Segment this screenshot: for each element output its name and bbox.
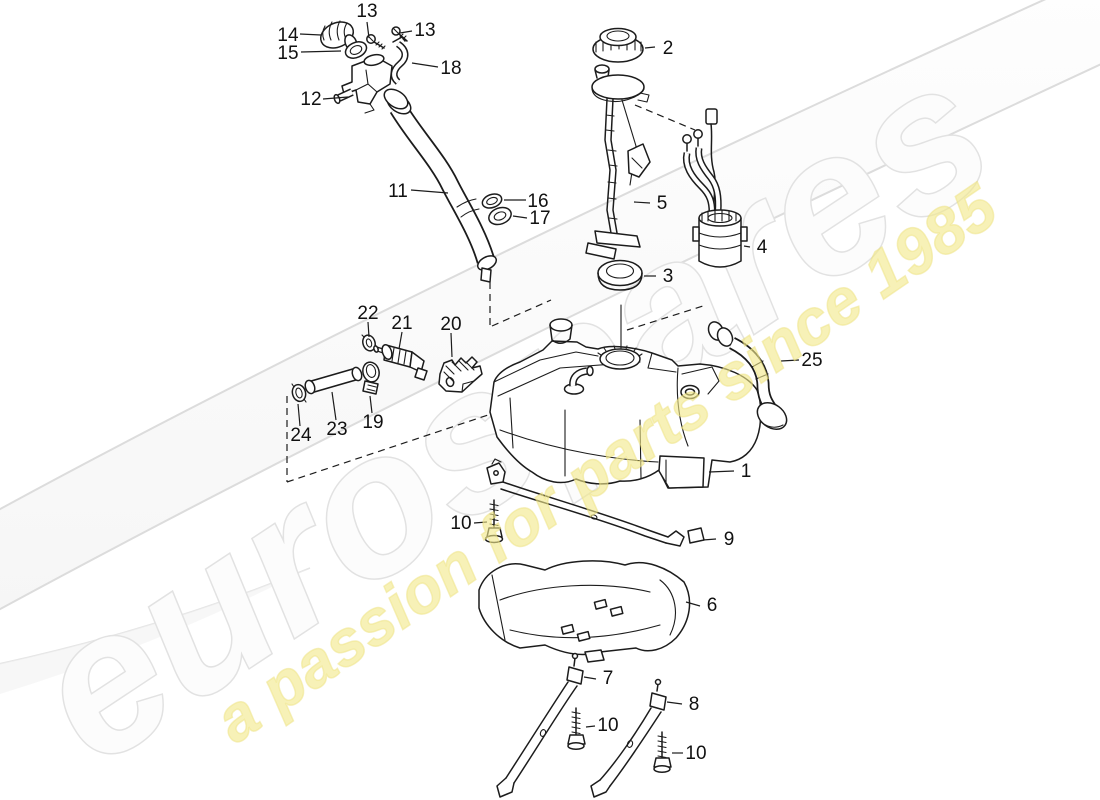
callout-13-b[interactable]: 13 [414, 20, 435, 41]
part-18-bracket[interactable] [390, 36, 409, 85]
callout-19[interactable]: 19 [362, 412, 383, 433]
callout-22[interactable]: 22 [357, 303, 378, 324]
callout-10-a[interactable]: 10 [450, 513, 471, 534]
part-7-strap[interactable] [496, 652, 584, 798]
part-15-seal[interactable] [343, 39, 369, 62]
callout-20[interactable]: 20 [440, 314, 461, 335]
callout-8[interactable]: 8 [689, 694, 700, 715]
callout-6[interactable]: 6 [707, 595, 718, 616]
callout-labels: 13 14 13 15 18 12 11 16 17 2 5 4 3 22 21… [277, 1, 822, 764]
callout-18[interactable]: 18 [440, 58, 461, 79]
part-19-clamp[interactable] [361, 360, 382, 395]
part-24-clamp[interactable] [291, 383, 308, 403]
part-25-vent-hose[interactable] [706, 319, 792, 434]
callout-12[interactable]: 12 [300, 89, 321, 110]
callout-4[interactable]: 4 [757, 237, 768, 258]
part-6-heat-shield[interactable] [478, 560, 691, 663]
part-23-hose[interactable] [304, 366, 364, 395]
assembly-dashed-lines [286, 104, 704, 483]
part-3-seal-ring[interactable] [597, 259, 643, 291]
part-5-level-sender[interactable] [585, 64, 651, 260]
part-16-seal[interactable] [480, 191, 503, 210]
part-10-bolt-a[interactable] [484, 499, 504, 544]
callout-17[interactable]: 17 [529, 208, 550, 229]
callout-1[interactable]: 1 [741, 461, 752, 482]
part-10-bolt-b[interactable] [567, 707, 586, 750]
callout-25[interactable]: 25 [801, 350, 822, 371]
callout-14[interactable]: 14 [277, 25, 299, 46]
part-1-fuel-tank[interactable] [489, 304, 762, 489]
callout-2[interactable]: 2 [663, 38, 674, 59]
callout-5[interactable]: 5 [657, 193, 668, 214]
part-2-tank-cap[interactable] [592, 27, 644, 63]
callout-21[interactable]: 21 [391, 313, 412, 334]
callout-15[interactable]: 15 [277, 43, 298, 64]
part-17-seal[interactable] [486, 205, 513, 228]
part-8-strap[interactable] [590, 678, 667, 798]
callout-11[interactable]: 11 [388, 181, 408, 202]
callout-13-a[interactable]: 13 [356, 1, 377, 22]
callout-leader-lines [297, 21, 800, 754]
callout-7[interactable]: 7 [603, 668, 614, 689]
part-9-tank-strap[interactable] [486, 458, 705, 547]
callout-10-b[interactable]: 10 [597, 715, 618, 736]
callout-23[interactable]: 23 [326, 419, 347, 440]
part-11-filler-pipe[interactable] [381, 85, 499, 283]
part-10-bolt-c[interactable] [653, 731, 672, 773]
part-20-valve-block[interactable] [438, 356, 483, 393]
callout-10-c[interactable]: 10 [685, 743, 706, 764]
part-4-fuel-pump[interactable] [682, 108, 748, 268]
part-21-valve[interactable] [373, 343, 428, 381]
part-13-screw-a[interactable] [366, 34, 386, 50]
part-12-filler-head[interactable] [333, 53, 393, 114]
callout-24[interactable]: 24 [290, 425, 312, 446]
callout-3[interactable]: 3 [663, 266, 674, 287]
callout-16[interactable]: 16 [527, 191, 548, 212]
callout-9[interactable]: 9 [724, 529, 735, 550]
swoosh-background [0, 0, 1100, 665]
